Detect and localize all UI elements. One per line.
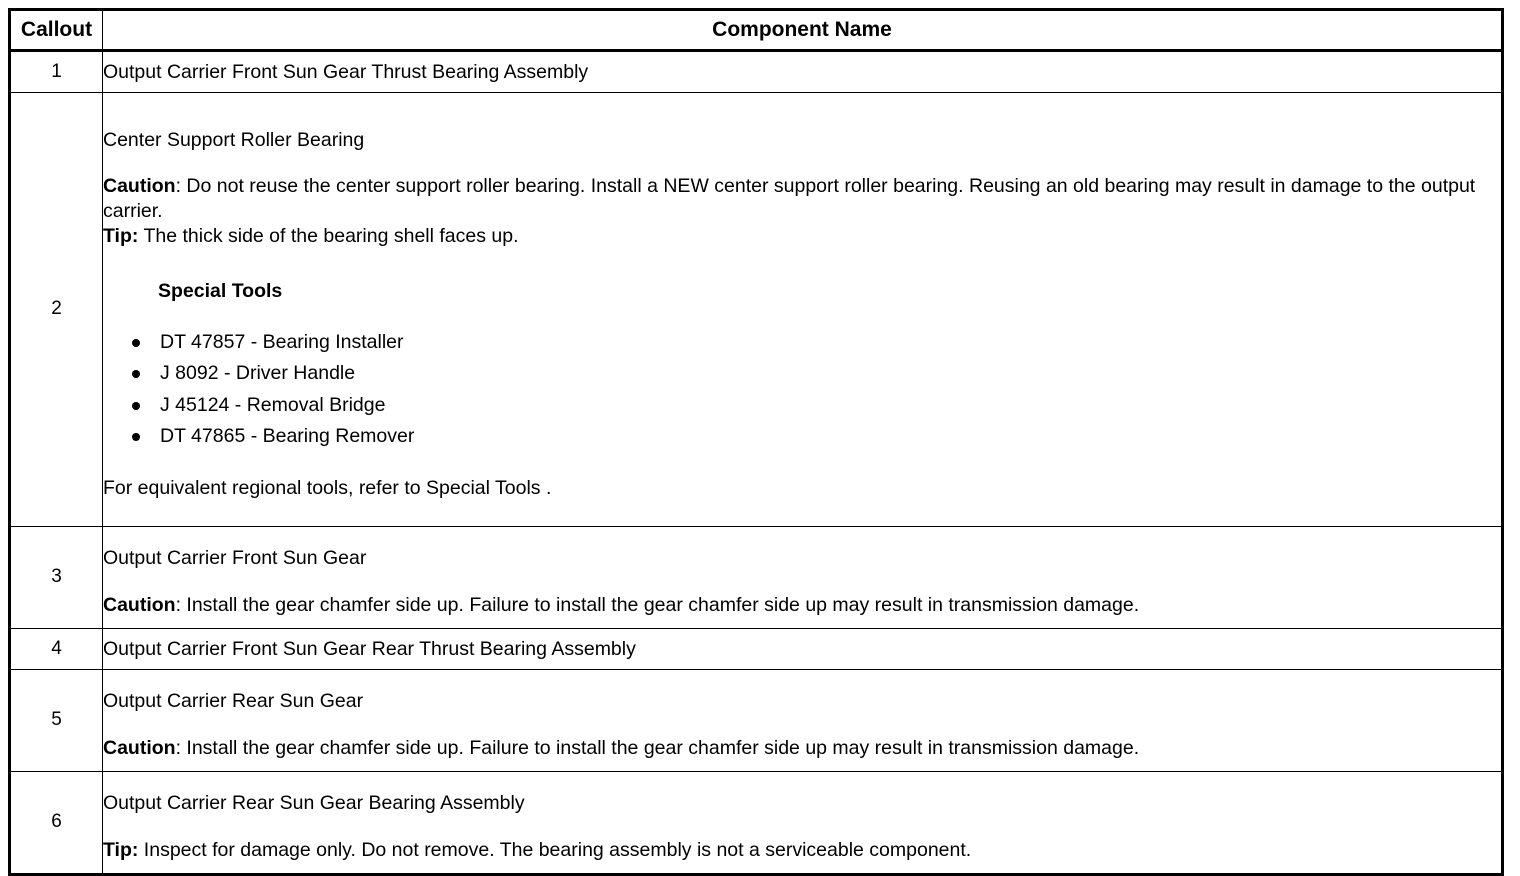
caution-note: Caution: Install the gear chamfer side u… xyxy=(103,736,1501,761)
callout-number: 3 xyxy=(9,526,103,629)
callout-number: 2 xyxy=(9,92,103,527)
tip-text: Inspect for damage only. Do not remove. … xyxy=(138,839,972,861)
list-item: DT 47857 - Bearing Installer xyxy=(103,329,1501,356)
callout-number: 5 xyxy=(9,669,103,772)
table-header: Callout Component Name xyxy=(9,9,1503,52)
tool-label: DT 47865 - Bearing Remover xyxy=(160,425,415,448)
component-title: Output Carrier Front Sun Gear xyxy=(103,547,367,570)
bullet-icon xyxy=(132,401,140,410)
component-name-cell: Output Carrier Front Sun Gear Rear Thrus… xyxy=(102,628,1503,670)
column-header-component-name: Component Name xyxy=(102,9,1503,52)
callout-number: 1 xyxy=(9,50,103,93)
component-name-cell: Output Carrier Rear Sun Gear Caution: In… xyxy=(102,669,1503,772)
tip-note: Tip: Inspect for damage only. Do not rem… xyxy=(103,838,1501,863)
table-row: 4 Output Carrier Front Sun Gear Rear Thr… xyxy=(9,628,1503,670)
regional-tools-note: For equivalent regional tools, refer to … xyxy=(103,476,552,499)
tool-label: J 45124 - Removal Bridge xyxy=(160,393,386,416)
tip-label: Tip: xyxy=(103,225,139,248)
component-name-cell: Output Carrier Front Sun Gear Caution: I… xyxy=(102,526,1503,629)
callout-number: 6 xyxy=(9,771,103,875)
caution-text: Install the gear chamfer side up. Failur… xyxy=(186,594,1140,616)
bullet-icon xyxy=(132,370,140,379)
tip-label: Tip: xyxy=(103,839,139,861)
caution-label: Caution xyxy=(103,737,176,759)
tip-text: The thick side of the bearing shell face… xyxy=(138,225,519,248)
caution-colon: : xyxy=(175,737,187,759)
caution-note: Caution: Do not reuse the center support… xyxy=(103,174,1501,223)
caution-colon: : xyxy=(175,594,187,616)
component-name-cell: Output Carrier Front Sun Gear Thrust Bea… xyxy=(102,50,1503,93)
component-title: Center Support Roller Bearing xyxy=(103,128,365,151)
component-name-cell: Output Carrier Rear Sun Gear Bearing Ass… xyxy=(102,771,1503,875)
document-page: Callout Component Name 1 Output Carrier … xyxy=(8,8,1504,876)
component-callout-table: Callout Component Name 1 Output Carrier … xyxy=(8,8,1504,876)
tool-label: J 8092 - Driver Handle xyxy=(160,362,356,385)
component-name-cell: Center Support Roller Bearing Caution: D… xyxy=(102,92,1503,527)
table-row: 6 Output Carrier Rear Sun Gear Bearing A… xyxy=(9,771,1503,875)
component-title: Output Carrier Rear Sun Gear xyxy=(103,690,364,713)
component-title: Output Carrier Front Sun Gear Rear Thrus… xyxy=(103,637,636,660)
header-row: Callout Component Name xyxy=(9,9,1503,52)
caution-text: Install the gear chamfer side up. Failur… xyxy=(186,737,1140,759)
tip-note: Tip: The thick side of the bearing shell… xyxy=(103,224,1501,249)
caution-label: Caution xyxy=(103,594,176,616)
table-row: 3 Output Carrier Front Sun Gear Caution:… xyxy=(9,526,1503,629)
table-row: 2 Center Support Roller Bearing Caution:… xyxy=(9,92,1503,527)
caution-label: Caution xyxy=(103,175,176,198)
bullet-icon xyxy=(132,338,140,347)
special-tools-list: DT 47857 - Bearing Installer J 8092 - Dr… xyxy=(103,329,1501,450)
list-item: J 45124 - Removal Bridge xyxy=(103,392,1501,419)
table-body: 1 Output Carrier Front Sun Gear Thrust B… xyxy=(9,50,1503,875)
caution-note: Caution: Install the gear chamfer side u… xyxy=(103,593,1501,618)
column-header-callout: Callout xyxy=(9,9,103,52)
table-row: 1 Output Carrier Front Sun Gear Thrust B… xyxy=(9,50,1503,93)
table-row: 5 Output Carrier Rear Sun Gear Caution: … xyxy=(9,669,1503,772)
component-title: Output Carrier Front Sun Gear Thrust Bea… xyxy=(103,60,589,83)
tool-label: DT 47857 - Bearing Installer xyxy=(160,330,404,353)
special-tools-heading: Special Tools xyxy=(158,280,283,303)
list-item: J 8092 - Driver Handle xyxy=(103,360,1501,387)
list-item: DT 47865 - Bearing Remover xyxy=(103,423,1501,450)
caution-text: Do not reuse the center support roller b… xyxy=(103,175,1476,222)
component-title: Output Carrier Rear Sun Gear Bearing Ass… xyxy=(103,792,525,815)
caution-colon: : xyxy=(175,175,187,198)
callout-number: 4 xyxy=(9,628,103,670)
bullet-icon xyxy=(132,433,140,442)
